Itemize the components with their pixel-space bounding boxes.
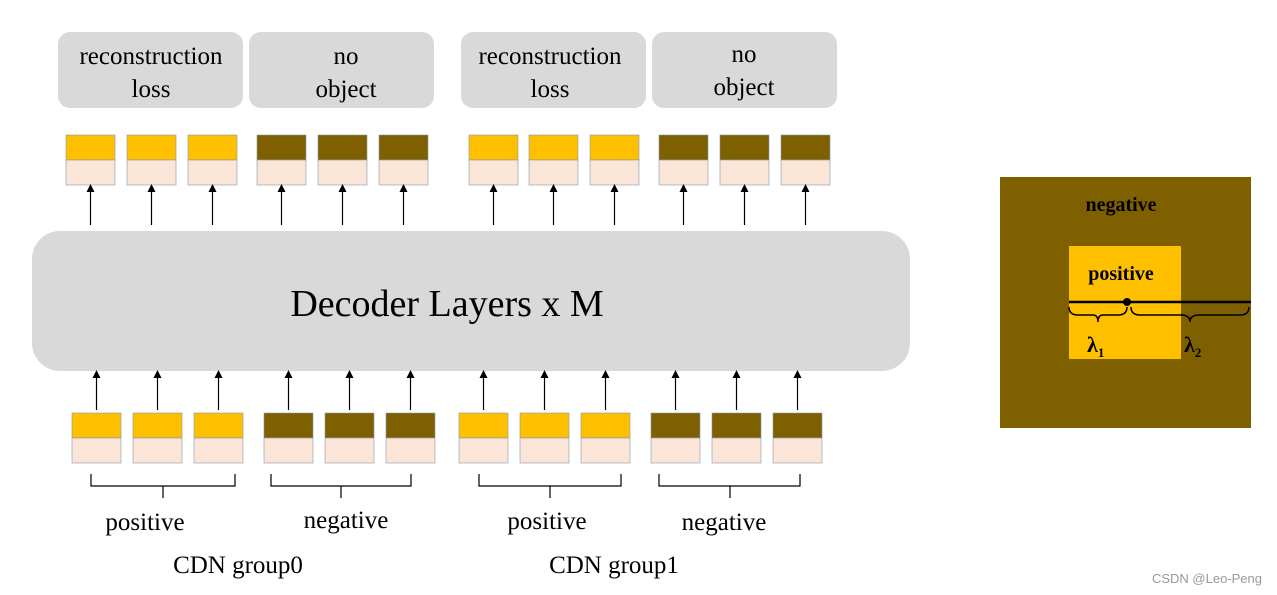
output-label-line1: reconstruction <box>79 43 223 70</box>
lambda1-brace <box>1068 306 1128 323</box>
positive-query-token <box>528 134 579 186</box>
negative-query-token <box>711 412 762 464</box>
positive-query-token <box>193 412 244 464</box>
positive-query-token <box>132 412 183 464</box>
query-group-label: negative <box>304 507 389 534</box>
output-label-line1: no <box>732 41 757 68</box>
negative-query-token <box>772 412 823 464</box>
output-token-row <box>65 134 831 186</box>
positive-query-token <box>71 412 122 464</box>
negative-query-token <box>650 412 701 464</box>
negative-region-label: negative <box>1085 194 1156 216</box>
positive-query-token <box>519 412 570 464</box>
negative-query-token <box>317 134 368 186</box>
negative-query-token <box>658 134 709 186</box>
negative-query-token <box>780 134 831 186</box>
brace <box>270 474 412 498</box>
cdn-group-label: CDN group1 <box>549 552 679 579</box>
positive-query-token <box>458 412 509 464</box>
negative-query-token <box>385 412 436 464</box>
positive-query-token <box>589 134 640 186</box>
cdn-group-label: CDN group0 <box>173 552 303 579</box>
lambda2-brace <box>1130 306 1250 323</box>
positive-query-token <box>187 134 238 186</box>
negative-query-token <box>263 412 314 464</box>
output-label-line1: no <box>334 43 359 70</box>
positive-region-label: positive <box>1088 263 1154 285</box>
input-arrow-row <box>92 370 802 410</box>
output-label-box: reconstruction loss <box>58 32 243 108</box>
positive-query-token <box>580 412 631 464</box>
output-label-box: no object <box>652 32 837 108</box>
query-group-label: negative <box>682 509 767 536</box>
lambda2-label: λ2 <box>1184 332 1201 360</box>
inset-diagram: negative positive λ1 λ2 <box>1000 177 1251 428</box>
query-group-label: positive <box>507 508 586 535</box>
output-label-line2: object <box>713 74 774 101</box>
watermark: CSDN @Leo-Peng <box>1152 571 1262 586</box>
output-label-box: reconstruction loss <box>461 32 646 108</box>
decoder-block: Decoder Layers x M <box>32 231 910 371</box>
output-label-line2: loss <box>531 76 570 103</box>
lambda1-label: λ1 <box>1087 332 1104 360</box>
positive-query-token <box>468 134 519 186</box>
input-token-row <box>71 412 823 464</box>
brace <box>658 474 801 498</box>
output-label-box: no object <box>249 32 434 108</box>
output-label-line2: object <box>315 76 376 103</box>
output-label-line2: loss <box>132 76 171 103</box>
brace <box>90 474 236 498</box>
anchor-point <box>1123 298 1131 306</box>
output-arrow-row <box>86 184 810 225</box>
brace <box>478 474 622 498</box>
query-group-label: positive <box>105 509 184 536</box>
output-label-line1: reconstruction <box>478 43 622 70</box>
negative-query-token <box>256 134 307 186</box>
negative-query-token <box>324 412 375 464</box>
negative-query-token <box>378 134 429 186</box>
positive-query-token <box>126 134 177 186</box>
negative-query-token <box>719 134 770 186</box>
positive-query-token <box>65 134 116 186</box>
decoder-label: Decoder Layers x M <box>290 283 603 325</box>
